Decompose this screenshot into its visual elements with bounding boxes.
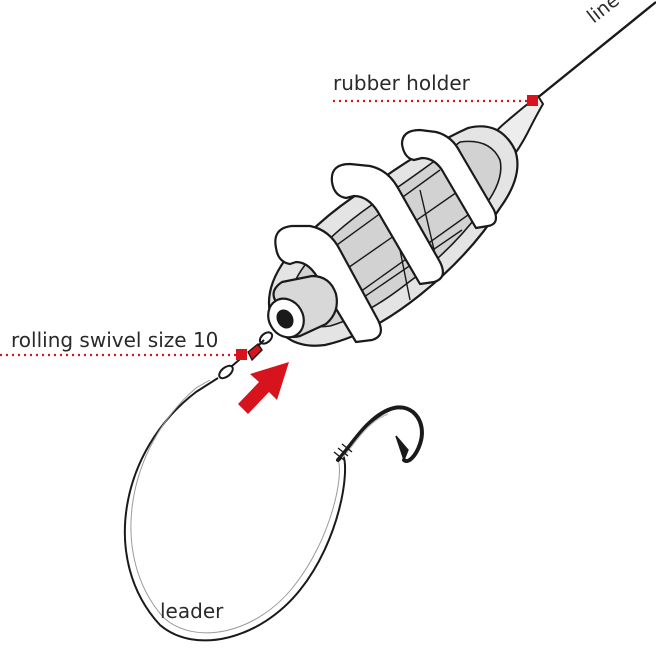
swivel-marker bbox=[236, 349, 247, 360]
hook-shank-highlight bbox=[341, 413, 389, 459]
holder-marker bbox=[527, 95, 538, 106]
swivel-barrel bbox=[247, 342, 263, 362]
feeder-cage-back bbox=[400, 128, 498, 230]
feeder-cage-middle bbox=[330, 162, 445, 286]
leader-line bbox=[123, 377, 346, 642]
hook-shank bbox=[336, 405, 424, 463]
main-line bbox=[530, 1, 656, 104]
leader-label: leader bbox=[160, 599, 224, 623]
rolling-swivel-label: rolling swivel size 10 bbox=[11, 328, 219, 352]
hook-whipping bbox=[333, 443, 353, 461]
swivel-ring-bottom bbox=[218, 364, 234, 380]
rubber-holder-label: rubber holder bbox=[333, 71, 470, 95]
hook bbox=[333, 405, 424, 463]
method-feeder bbox=[267, 125, 519, 347]
attach-arrow bbox=[238, 362, 289, 414]
feeder-tube-hole bbox=[276, 309, 294, 329]
hook-point bbox=[395, 435, 409, 463]
leader-line-inner bbox=[130, 379, 340, 634]
